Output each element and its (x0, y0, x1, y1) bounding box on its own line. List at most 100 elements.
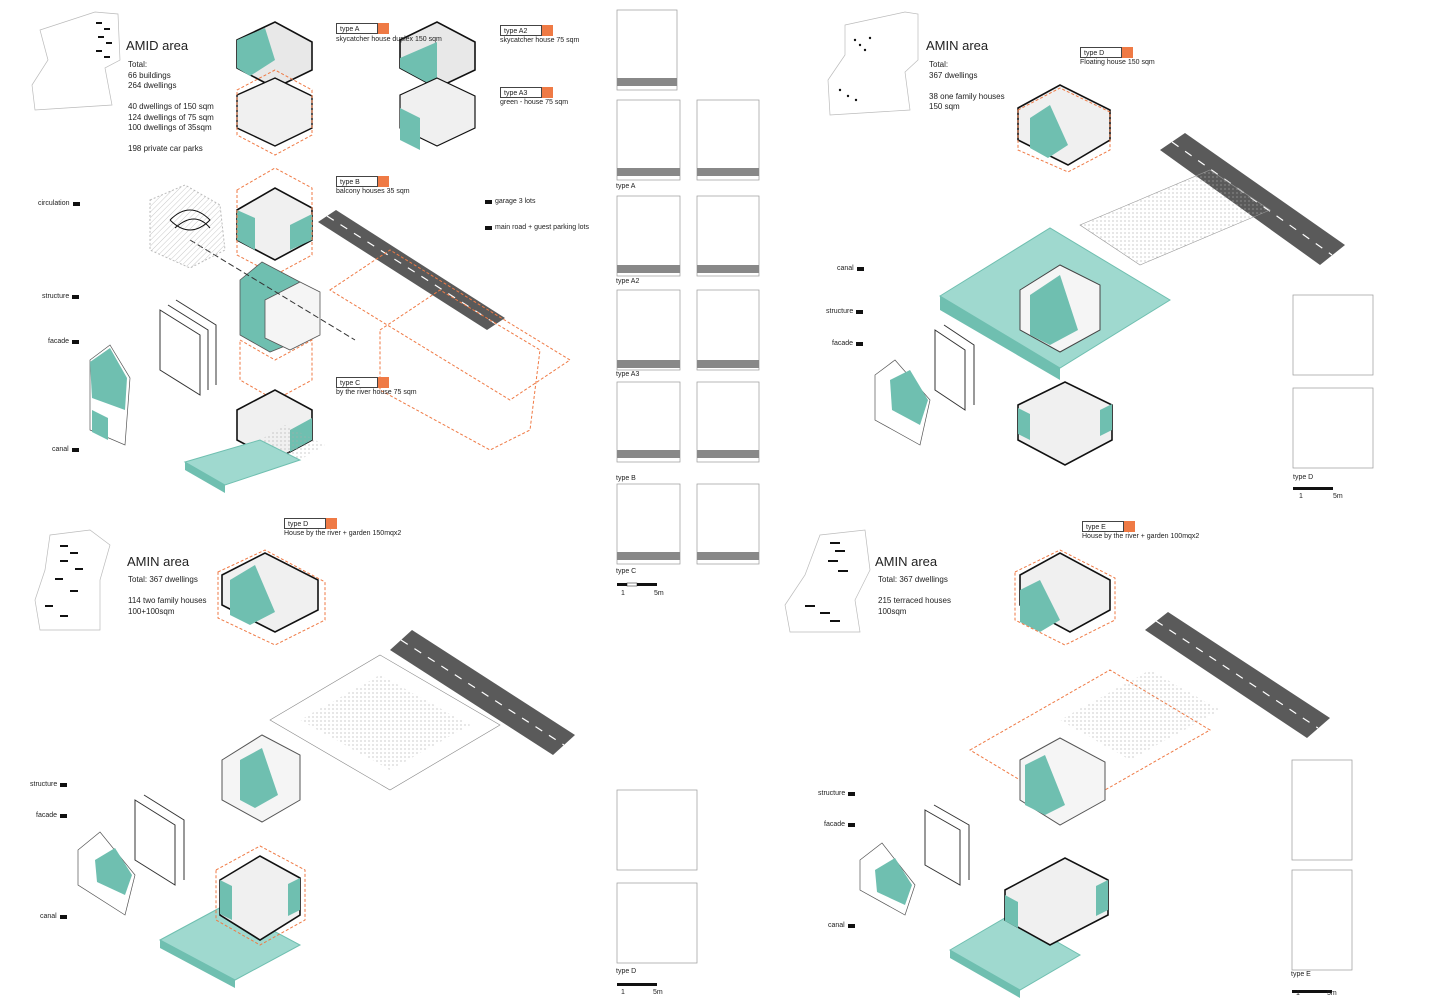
label-marker (72, 339, 80, 344)
label-text: facade (48, 338, 70, 345)
label-text: facade (36, 812, 58, 819)
q1-label-circulation: circulation (38, 200, 80, 207)
accent-swatch (1124, 521, 1135, 532)
q4-plans (1291, 759, 1353, 971)
plan-label-type-a2: type A2 (616, 278, 640, 285)
q3-scale-right: 5m (653, 989, 663, 996)
label-text: canal (828, 922, 845, 929)
label-text: facade (824, 821, 846, 828)
label-marker (72, 201, 80, 206)
q1-tag-type-a2: type A2 skycatcher house 75 sqm (500, 25, 579, 44)
accent-swatch (326, 518, 337, 529)
q4-label-structure: structure (818, 790, 856, 797)
q2-lower-house (1017, 381, 1113, 466)
q1-site-map (31, 11, 121, 111)
q3-tag-type-d: type D House by the river + garden 150mq… (284, 518, 401, 537)
q1-label-structure: structure (42, 293, 80, 300)
q2-plan-label: type D (1293, 474, 1314, 481)
q2-scale-left: 1 (1299, 493, 1303, 500)
label-marker (856, 266, 864, 271)
label-text: facade (832, 340, 854, 347)
q4-site-map (784, 529, 871, 633)
label-text: main road + guest parking lots (495, 224, 589, 231)
q3-structure-facade-canal (77, 794, 302, 988)
tag-description: Floating house 150 sqm (1080, 59, 1155, 66)
q3-scale-bar (617, 983, 657, 986)
q1-area-stats: Total: 66 buildings 264 dwellings 40 dwe… (128, 60, 214, 153)
label-text: canal (52, 446, 69, 453)
tag-type-label: type D (284, 518, 326, 529)
plans-column (616, 9, 760, 565)
q4-structure-facade-canal (859, 804, 1081, 998)
q3-area-title: AMIN area (127, 554, 190, 569)
q4-scale-bar (1292, 990, 1332, 993)
q4-tag-type-e: type E House by the river + garden 100mq… (1082, 521, 1199, 540)
q4-scale-left: 1 (1296, 990, 1300, 997)
q3-label-structure: structure (30, 781, 68, 788)
label-marker (72, 294, 80, 299)
label-marker (848, 791, 856, 796)
q4-road (1145, 612, 1330, 738)
q4-site (969, 669, 1220, 826)
q1-label-garage: garage 3 lots (485, 198, 535, 205)
q4-plan-label: type E (1291, 971, 1311, 978)
tag-type-label: type D (1080, 47, 1122, 58)
q3-lower-house (215, 845, 306, 946)
label-marker (485, 225, 492, 230)
q3-area-stats: Total: 367 dwellings 114 two family hous… (128, 575, 207, 616)
q3-plan-label: type D (616, 968, 637, 975)
tag-description: by the river house 75 sqm (336, 389, 417, 396)
label-marker (60, 782, 68, 787)
tag-description: House by the river + garden 100mqx2 (1082, 533, 1200, 540)
tag-type-label: type A3 (500, 87, 542, 98)
tag-description: green - house 75 sqm (500, 99, 569, 106)
tag-type-label: type E (1082, 521, 1124, 532)
accent-swatch (542, 87, 553, 98)
plans-scale-left: 1 (621, 590, 625, 597)
plans-stairs (617, 78, 759, 560)
q4-scale-right: 5m (1327, 990, 1337, 997)
label-text: circulation (38, 200, 70, 207)
plan-label-type-c: type C (616, 568, 637, 575)
accent-swatch (378, 377, 389, 388)
q1-label-canal: canal (52, 446, 79, 453)
q2-area-stats: Total: 367 dwellings 38 one family house… (929, 60, 1005, 111)
q3-scale-left: 1 (621, 989, 625, 996)
q1-area-title: AMID area (126, 38, 189, 53)
q1-tag-type-b: type B balcony houses 35 sqm (336, 176, 410, 195)
label-marker (856, 341, 864, 346)
label-marker (856, 309, 864, 314)
accent-swatch (378, 23, 389, 34)
label-marker (59, 914, 67, 919)
q2-label-structure: structure (826, 308, 864, 315)
q1-tag-type-a3: type A3 green - house 75 sqm (500, 87, 568, 106)
q1-road (318, 210, 571, 451)
label-marker (485, 199, 492, 204)
plan-label-type-a: type A (616, 183, 636, 190)
q1-main-building (149, 184, 356, 401)
label-text: structure (818, 790, 846, 797)
q1-label-facade: facade (48, 338, 80, 345)
q3-site (221, 654, 501, 823)
q4-area-title: AMIN area (875, 554, 938, 569)
q3-label-canal: canal (40, 913, 67, 920)
tag-description: skycatcher house 75 sqm (500, 37, 580, 44)
tag-description: House by the river + garden 150mqx2 (284, 530, 402, 537)
plan-label-type-b: type B (616, 475, 636, 482)
label-text: canal (40, 913, 57, 920)
plans-scale-right: 5m (654, 590, 664, 597)
q3-plans (616, 789, 698, 964)
tag-type-label: type C (336, 377, 378, 388)
tag-type-label: type A2 (500, 25, 542, 36)
type-b-house (236, 167, 313, 276)
label-marker (847, 923, 855, 928)
q2-structure-facade (874, 324, 975, 446)
type-a-house (236, 21, 313, 156)
label-text: structure (826, 308, 854, 315)
label-marker (848, 822, 856, 827)
accent-swatch (378, 176, 389, 187)
type-a2-house (399, 21, 476, 150)
q2-scale-bar (1293, 487, 1333, 490)
tag-description: skycatcher house duplex 150 sqm (336, 36, 442, 43)
